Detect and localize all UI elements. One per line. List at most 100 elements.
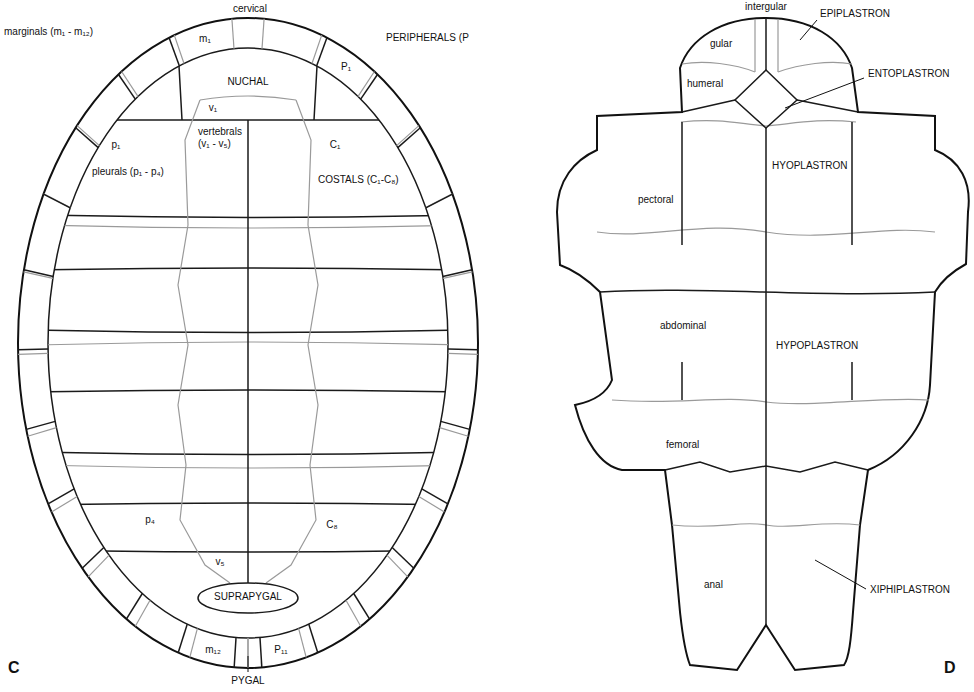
marginal-seam	[440, 428, 469, 437]
bone-suture	[40, 330, 460, 333]
peripheral-suture	[234, 638, 236, 668]
bone-label: C₁	[330, 139, 341, 151]
leader-line	[800, 20, 817, 40]
bone-suture	[682, 100, 858, 112]
bone-label: XIPHIPLASTRON	[870, 584, 950, 596]
scute-seam	[612, 399, 929, 404]
marginal-seam	[346, 600, 361, 626]
vertebral-seam	[266, 100, 318, 583]
suprapygal-bone	[198, 583, 298, 613]
peripheral-suture	[443, 270, 472, 277]
midline-suture	[765, 18, 767, 625]
peripheral-suture	[76, 128, 99, 148]
part-label: vertebrals (v₁ - v₅)	[198, 126, 246, 150]
marginal-seam	[262, 19, 264, 49]
bone-suture	[40, 452, 460, 455]
marginal-seam	[122, 72, 139, 97]
bone-suture	[40, 390, 460, 392]
part-label: marginals (m₁ - m₁₂)	[4, 26, 93, 38]
scute-label: m₁	[199, 33, 211, 45]
carapace	[18, 18, 478, 668]
bone-suture	[40, 550, 460, 552]
peripheral-suture	[44, 194, 71, 208]
marginal-seam	[299, 628, 307, 657]
marginal-seam	[174, 35, 184, 63]
panel-letter: C	[8, 658, 20, 677]
peripheral-suture	[82, 548, 104, 569]
scute-label: intergular	[745, 1, 787, 13]
scute-label: humeral	[687, 78, 723, 90]
marginal-seam	[397, 126, 419, 146]
bone-suture	[40, 119, 460, 121]
marginal-seam	[135, 600, 150, 626]
bone-suture	[40, 215, 460, 218]
scute-seam	[40, 465, 460, 468]
scute-seam	[40, 225, 460, 228]
peripheral-suture	[354, 594, 370, 619]
peripheral-suture	[169, 38, 179, 66]
marginal-seam	[88, 555, 109, 577]
plastron	[557, 18, 969, 670]
carapace-outline	[18, 18, 478, 668]
peripheral-suture	[309, 624, 318, 653]
peripheral-suture	[422, 489, 448, 504]
scute-seam	[200, 96, 296, 100]
marginal-seam	[18, 353, 48, 354]
peripheral-suture	[127, 594, 143, 619]
plastron-outline	[557, 18, 969, 670]
peripheral-suture	[178, 624, 187, 653]
leader-line	[815, 560, 866, 589]
costal-sutures	[40, 120, 460, 552]
bone-label: HYOPLASTRON	[772, 160, 848, 172]
marginal-seam	[419, 496, 445, 512]
bone-label: P₁	[341, 61, 351, 73]
scute-seam	[40, 342, 460, 345]
scute-label: v₁	[209, 102, 217, 114]
peripheral-suture	[317, 38, 327, 66]
scute-label: m₁₂	[205, 644, 221, 656]
bone-label: C₈	[326, 519, 337, 531]
peripheral-suture	[18, 348, 48, 350]
peripheral-suture	[426, 194, 453, 208]
bone-label: EPIPLASTRON	[820, 8, 890, 20]
scute-label: p₄	[145, 514, 155, 526]
marginal-seam	[52, 496, 78, 512]
marginal-seam	[426, 194, 453, 208]
leader-lines	[248, 20, 866, 672]
vertebral-seam	[178, 100, 230, 583]
bone-label: NUCHAL	[227, 76, 268, 88]
marginal-seam	[358, 72, 375, 97]
part-label: cervical	[233, 3, 267, 15]
marginal-seam	[77, 126, 99, 146]
part-label: PERIPHERALS (P	[386, 32, 469, 44]
marginal-ring	[18, 19, 478, 668]
scute-label: pectoral	[638, 194, 674, 206]
part-label: COSTALS (C₁-C₈)	[318, 174, 399, 186]
bone-label: HYPOPLASTRON	[776, 340, 858, 352]
scute-label: p₁	[112, 139, 121, 151]
entoplastron-bone	[735, 70, 797, 128]
scute-label: anal	[704, 579, 723, 591]
bone-label: P₁₁	[274, 644, 287, 656]
bone-suture	[40, 503, 460, 505]
scute-label: femoral	[666, 439, 699, 451]
bridge-line	[682, 122, 852, 400]
scute-label: gular	[710, 38, 732, 50]
panel-letter: D	[944, 658, 956, 677]
bone-suture	[665, 462, 868, 472]
marginal-seam	[312, 35, 322, 63]
bone-suture	[600, 290, 935, 293]
bone-label: ENTOPLASTRON	[868, 68, 950, 80]
peripheral-suture	[260, 638, 262, 668]
leader-line	[248, 656, 249, 672]
bone-label: SUPRAPYGAL	[214, 591, 282, 603]
scute-label: abdominal	[660, 320, 706, 332]
peripheral-suture	[448, 348, 478, 350]
peripheral-suture	[48, 489, 74, 504]
neural-suture	[247, 120, 249, 583]
bone-suture	[40, 268, 460, 270]
part-label: pleurals (p₁ - p₄)	[92, 166, 164, 178]
marginal-seam	[232, 19, 234, 49]
marginal-seam	[44, 194, 71, 208]
